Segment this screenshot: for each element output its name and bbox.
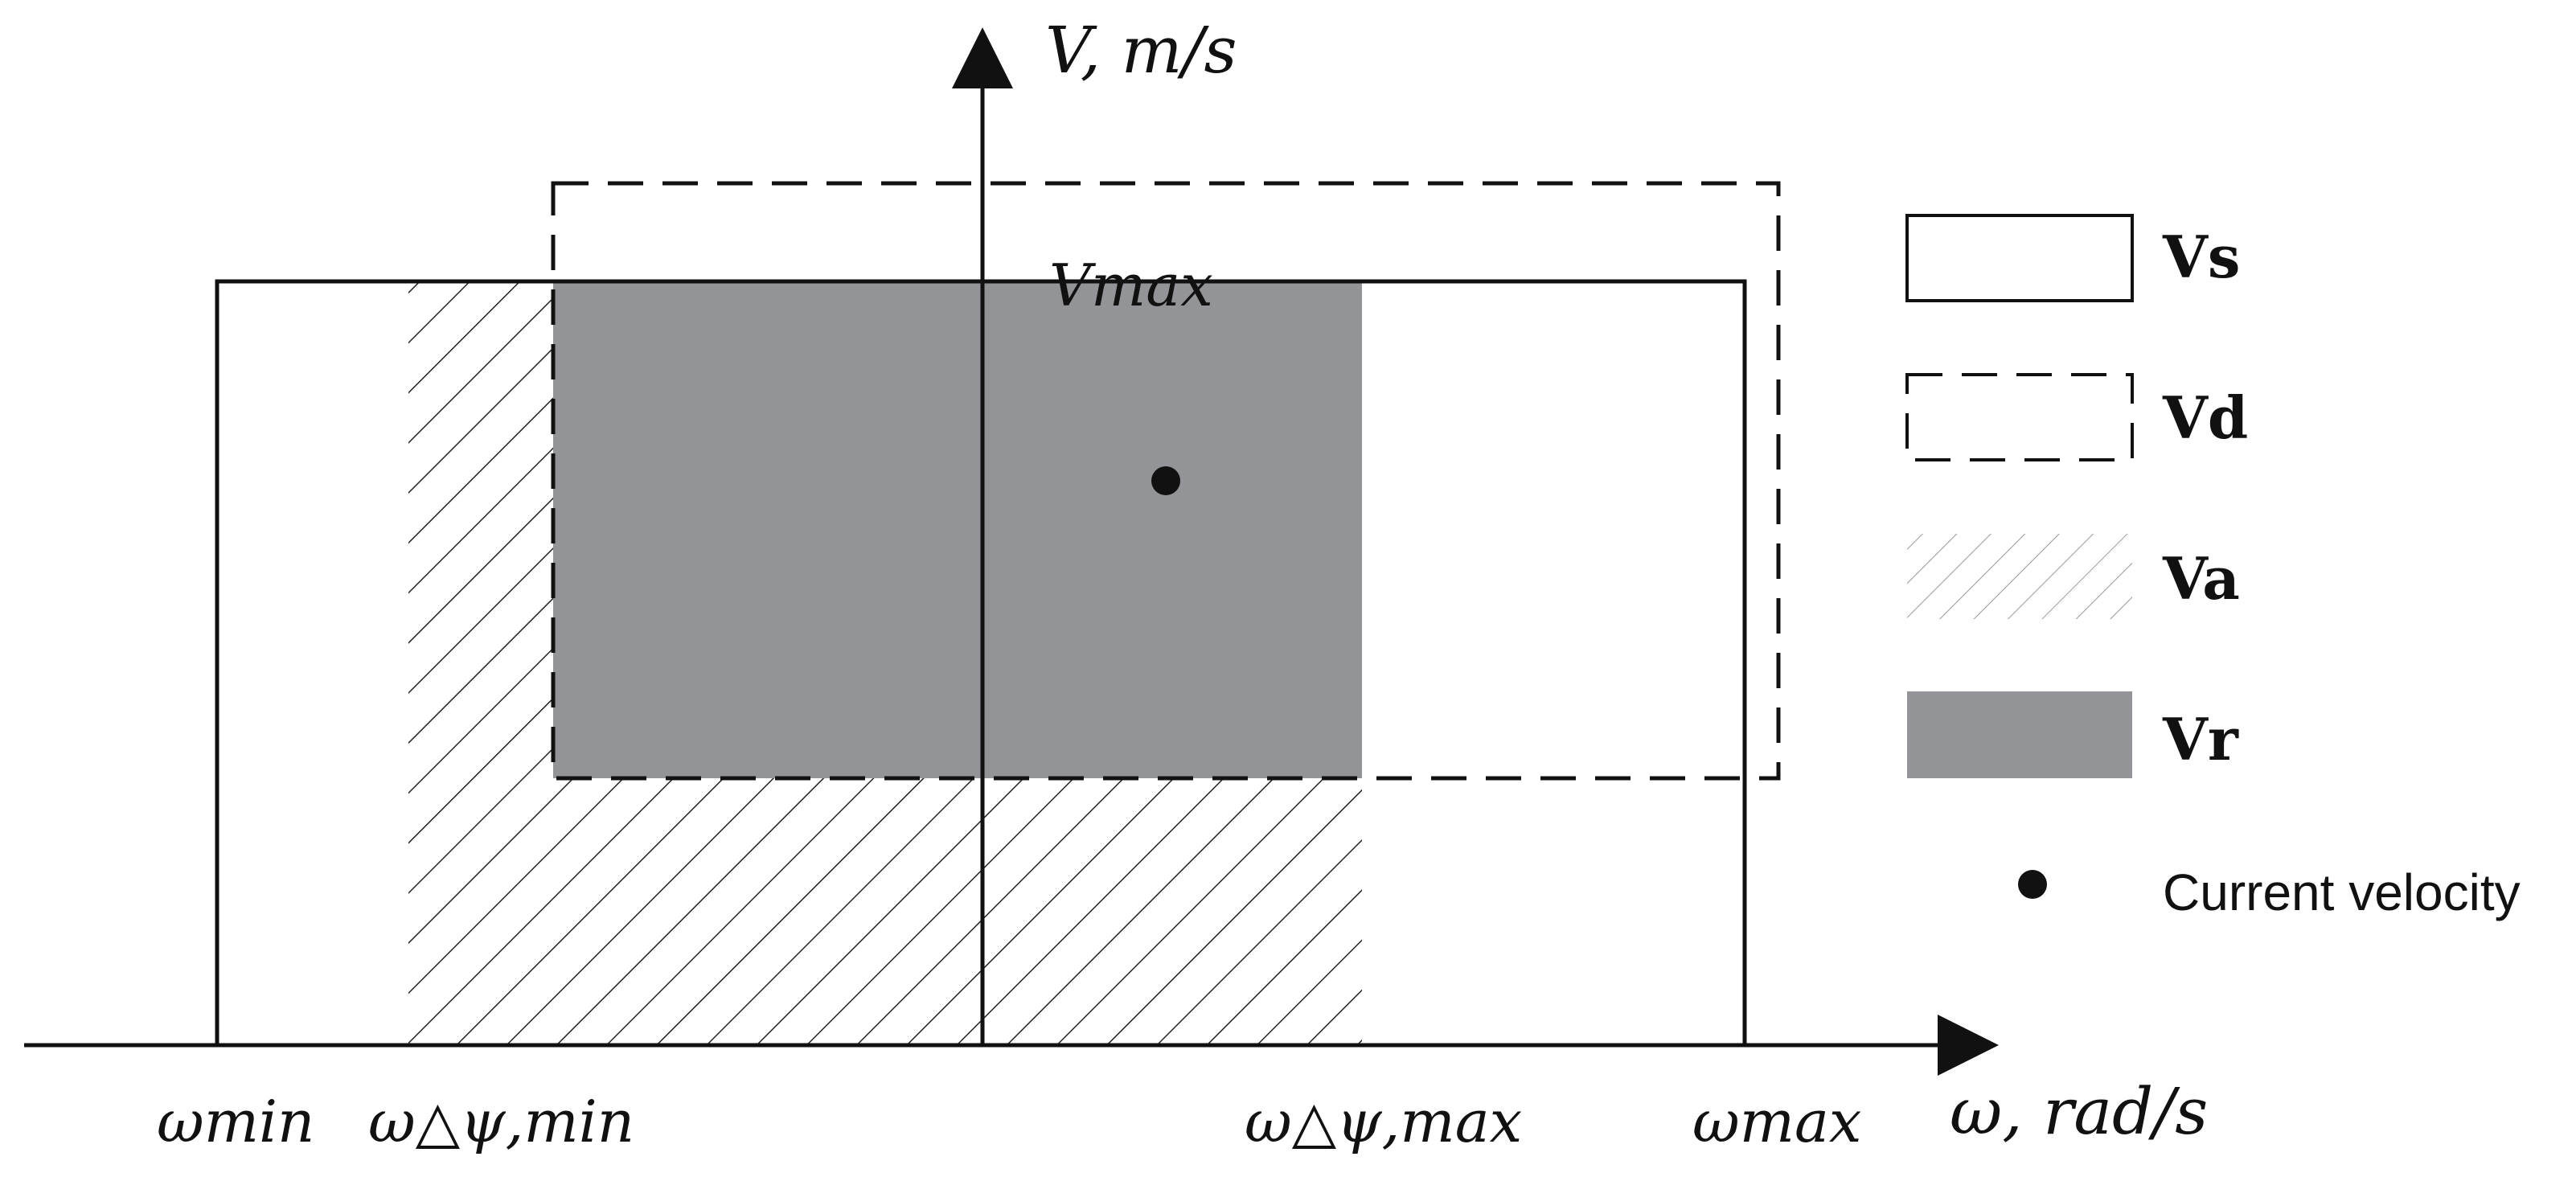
legend-vr-swatch xyxy=(1907,691,2132,778)
legend-vs-swatch xyxy=(1905,214,2134,302)
omega-min-label: ωmin xyxy=(157,1088,314,1155)
x-axis-label: ω, rad/s xyxy=(1950,1074,2208,1149)
omega-dpsi-max-label: ω△ψ,max xyxy=(1245,1088,1522,1155)
legend-vr-label: Vr xyxy=(2162,705,2239,773)
v-max-label: Vmax xyxy=(1049,252,1213,319)
omega-max-label: ωmax xyxy=(1692,1088,1862,1155)
legend-va-swatch xyxy=(1907,534,2132,619)
legend-current-velocity-label: Current velocity xyxy=(2163,863,2521,921)
legend: Vs Vd Va Vr Current velocity xyxy=(1905,214,2521,921)
legend-vd-label: Vd xyxy=(2162,383,2248,452)
legend-vd-swatch xyxy=(1905,373,2134,461)
y-axis-label: V, m/s xyxy=(1045,13,1237,88)
y-axis-arrow xyxy=(952,27,1013,88)
omega-dpsi-min-label: ω△ψ,min xyxy=(368,1088,634,1155)
legend-current-velocity-dot xyxy=(2018,870,2047,899)
legend-vs-label: Vs xyxy=(2162,223,2240,291)
vd-dashed-window xyxy=(551,181,1781,781)
x-axis-arrow xyxy=(1938,1015,1999,1076)
current-velocity-point xyxy=(1151,466,1180,495)
vr-grey-region xyxy=(553,281,1362,778)
legend-va-label: Va xyxy=(2162,544,2240,613)
